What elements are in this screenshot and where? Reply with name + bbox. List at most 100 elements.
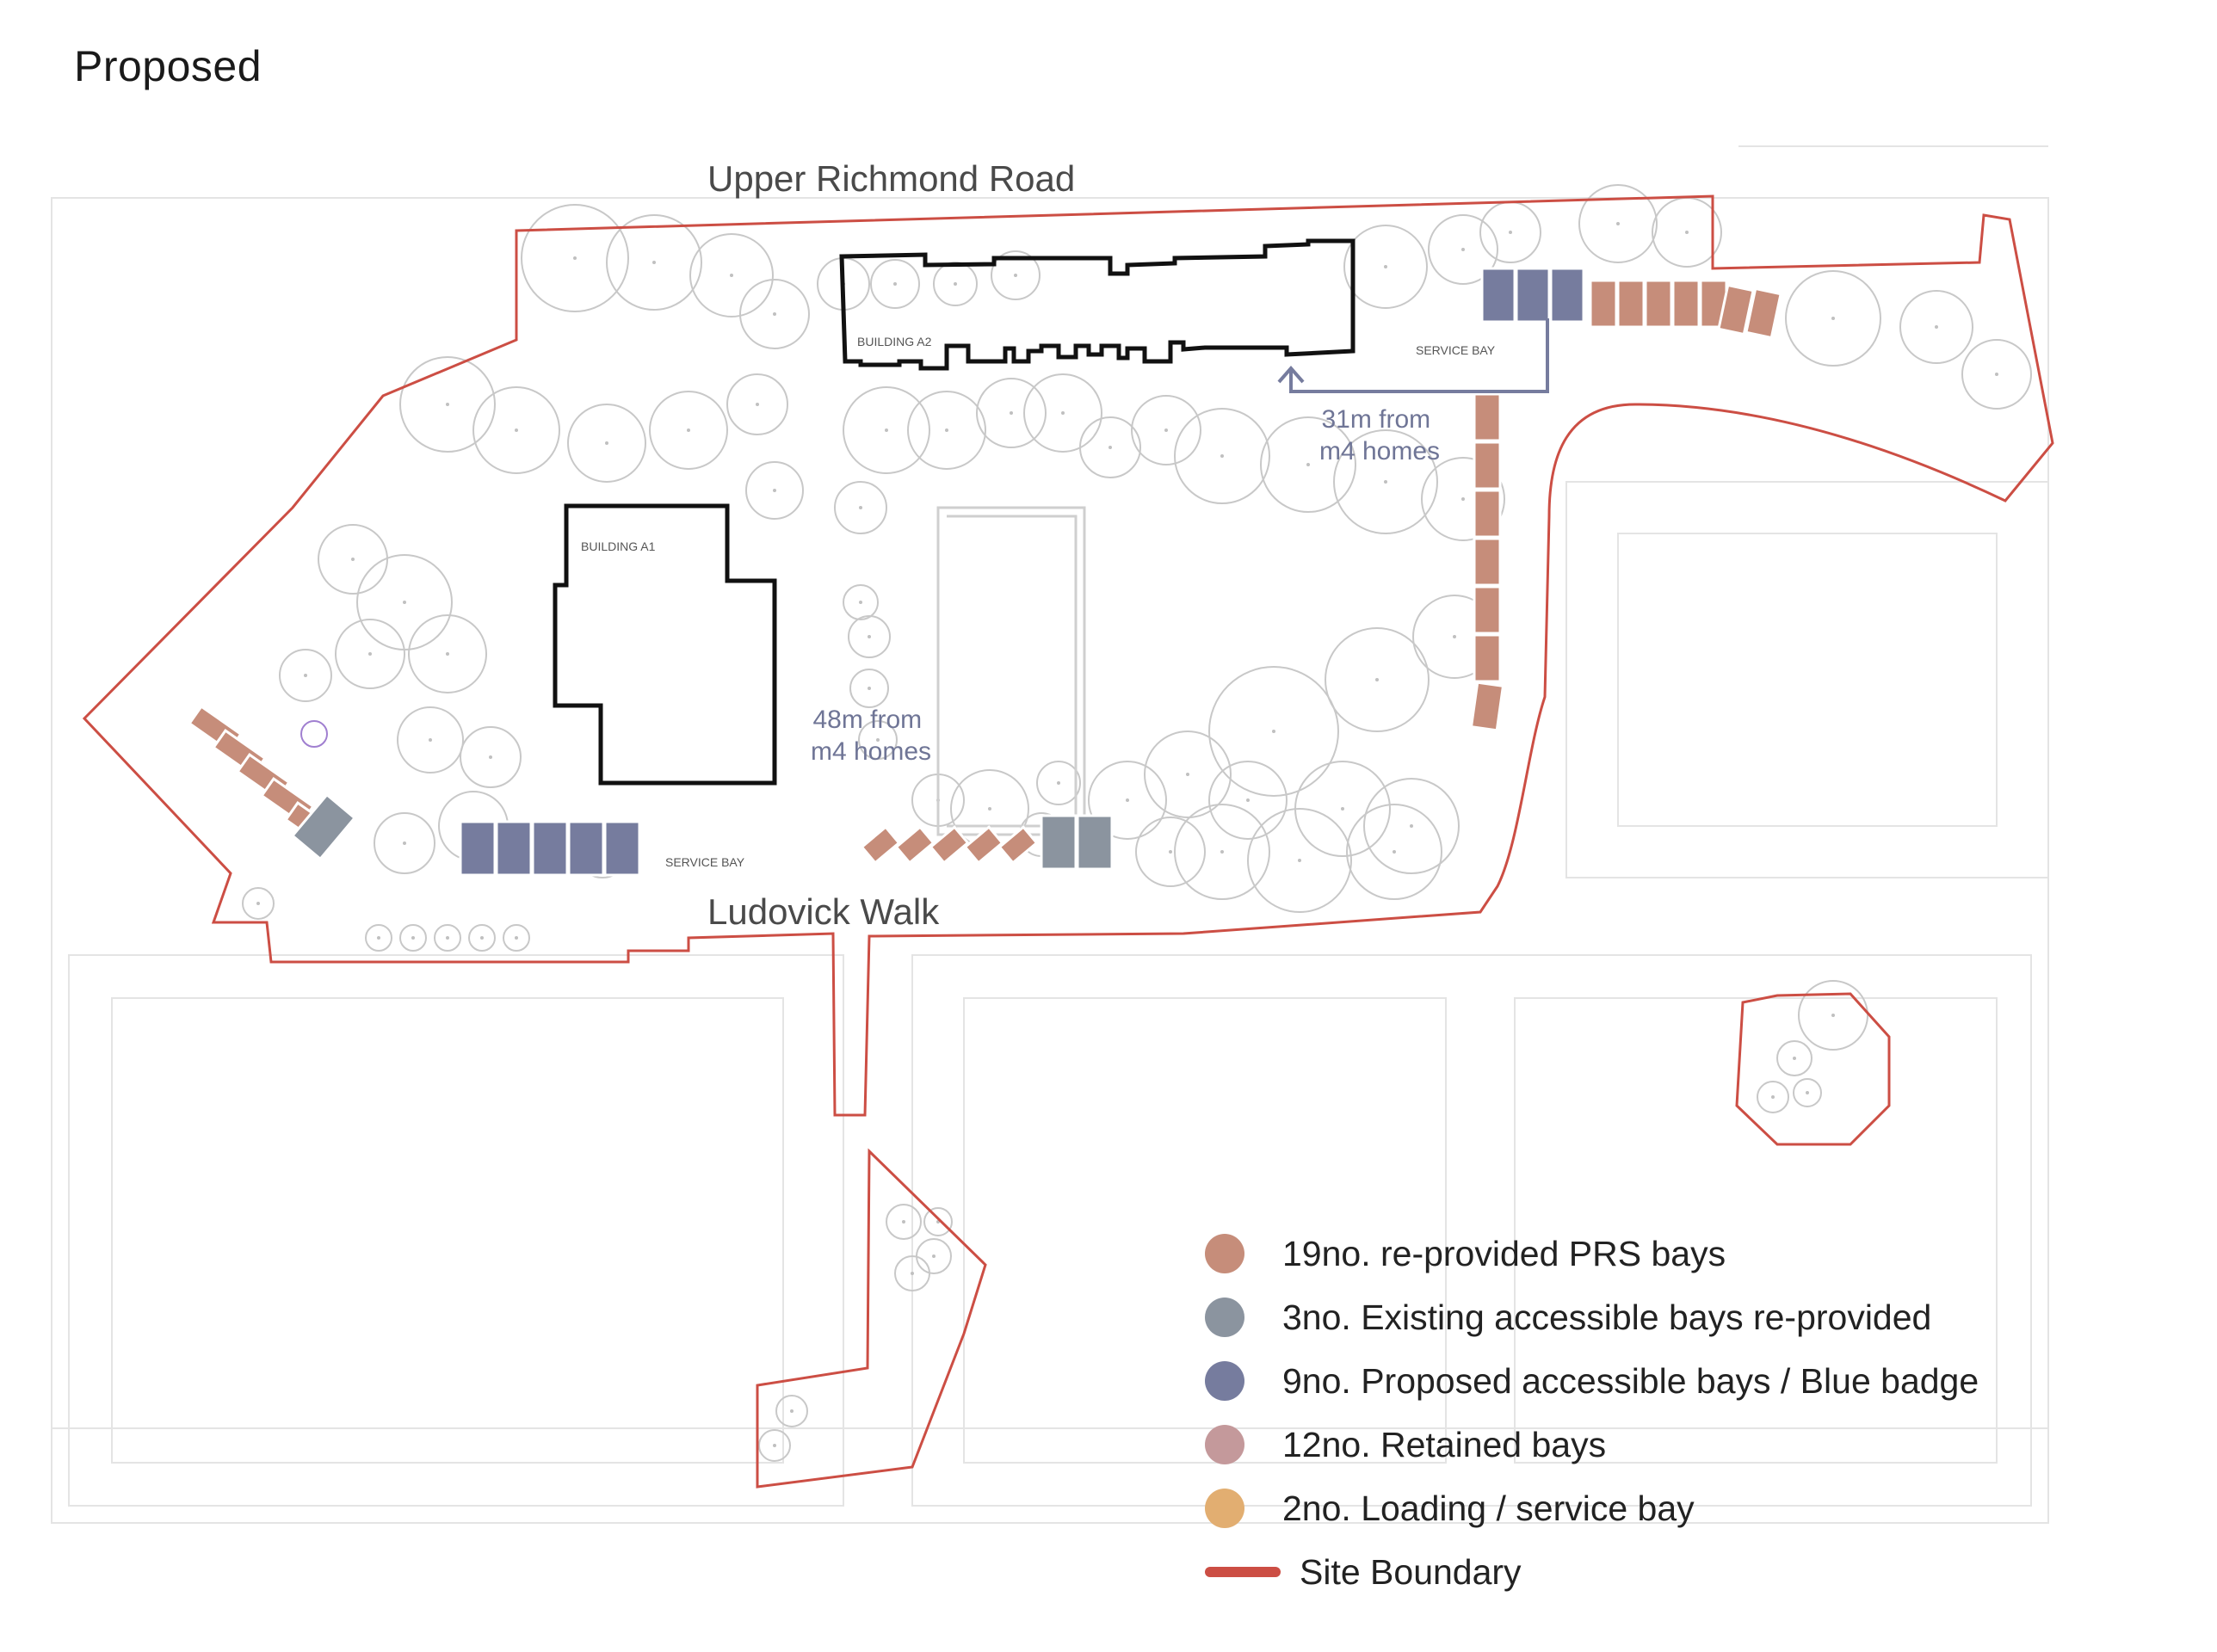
tree-trunk: [256, 902, 260, 905]
tree-trunk: [773, 489, 776, 492]
tree-canopy: [503, 924, 530, 952]
parking-bay-proposed-accessible: [1549, 267, 1585, 324]
tree-trunk: [954, 282, 957, 286]
tree-canopy: [521, 204, 629, 312]
tree-canopy: [1578, 184, 1658, 263]
tree-canopy: [1785, 270, 1881, 367]
parking-bay-prs: [1469, 681, 1505, 732]
tree-canopy: [399, 356, 496, 453]
tree-canopy: [849, 669, 889, 708]
distance-a2-line-1: 31m from: [1321, 405, 1430, 434]
distance-a2-line-2: m4 homes: [1319, 437, 1440, 465]
tree-canopy: [1144, 730, 1232, 818]
tree-canopy: [923, 1207, 953, 1236]
tree-trunk: [1272, 730, 1275, 733]
legend-swatch-existing-accessible: [1205, 1298, 1244, 1337]
parking-bay-existing-accessible: [1040, 814, 1078, 871]
tree-trunk: [945, 428, 948, 432]
parking-bay-prs: [1473, 537, 1502, 587]
legend-swatch-site-boundary: [1205, 1567, 1281, 1577]
legend-label: 12no. Retained bays: [1282, 1424, 1607, 1464]
tree-trunk: [687, 428, 690, 432]
tree-trunk: [1246, 798, 1250, 802]
tree-trunk: [1410, 824, 1413, 828]
tree-canopy: [870, 259, 920, 309]
tree-trunk: [403, 601, 406, 604]
tree-canopy: [397, 706, 464, 774]
marker-icon: [300, 720, 328, 748]
parking-bay-prs: [1473, 585, 1502, 635]
tree-trunk: [446, 936, 449, 940]
parking-bay-proposed-accessible: [567, 820, 605, 877]
tree-trunk: [1010, 411, 1013, 415]
tree-canopy: [1798, 980, 1868, 1051]
service-bay-label-north: SERVICE BAY: [1416, 343, 1496, 357]
tree-canopy: [1363, 778, 1460, 874]
tree-canopy: [335, 619, 405, 689]
page-title: Proposed: [74, 42, 262, 90]
tree-trunk: [1061, 411, 1065, 415]
tree-trunk: [1793, 1057, 1796, 1060]
tree-canopy: [649, 391, 728, 470]
parking-bay-prs: [929, 825, 970, 865]
parking-bay-prs: [1473, 441, 1502, 490]
tree-canopy: [1421, 457, 1505, 541]
parking-bay-prs: [963, 825, 1004, 865]
tree-canopy: [365, 924, 392, 952]
tree-trunk: [480, 936, 484, 940]
tree-canopy: [472, 386, 560, 474]
legend-item-loading: 2no. Loading / service bay: [1205, 1476, 2152, 1540]
tree-trunk: [304, 674, 307, 677]
distance-arrow: [1277, 318, 1549, 393]
tree-canopy: [689, 233, 774, 317]
tree-trunk: [876, 738, 880, 742]
tree-trunk: [377, 936, 380, 940]
parking-bay-proposed-accessible: [459, 820, 497, 877]
tree-canopy: [374, 812, 435, 874]
tree-canopy: [775, 1395, 808, 1427]
parking-bay-prs: [1671, 279, 1701, 329]
tree-trunk: [351, 558, 355, 561]
tree-canopy: [434, 924, 461, 952]
tree-canopy: [1135, 817, 1206, 887]
tree-canopy: [1208, 666, 1339, 797]
tree-trunk: [1014, 274, 1017, 277]
tree-trunk: [446, 652, 449, 656]
service-bay-label-south: SERVICE BAY: [665, 855, 745, 869]
tree-trunk: [1164, 428, 1168, 432]
tree-canopy: [399, 924, 427, 952]
tree-trunk: [368, 652, 372, 656]
parking-bay-proposed-accessible: [1480, 267, 1516, 324]
tree-canopy: [1208, 761, 1288, 840]
tree-trunk: [605, 441, 608, 445]
parking-bay-prs: [1616, 279, 1646, 329]
tree-canopy: [933, 262, 978, 306]
tree-trunk: [988, 807, 991, 811]
tree-canopy: [1131, 395, 1201, 465]
tree-trunk: [1298, 859, 1301, 862]
tree-canopy: [1428, 214, 1498, 285]
legend-label: 2no. Loading / service bay: [1282, 1488, 1695, 1528]
parking-bay-prs: [860, 825, 901, 865]
building-a1-label: BUILDING A1: [581, 539, 656, 553]
tree-trunk: [573, 256, 577, 260]
parking-bay-prs: [1589, 279, 1618, 329]
tree-trunk: [515, 428, 518, 432]
tree-canopy: [976, 378, 1047, 448]
tree-canopy: [858, 720, 898, 760]
tree-trunk: [1375, 678, 1379, 681]
tree-canopy: [843, 386, 930, 474]
tree-trunk: [790, 1409, 794, 1413]
tree-trunk: [932, 1254, 936, 1258]
tree-trunk: [411, 936, 415, 940]
tree-canopy: [1961, 339, 2032, 410]
road-label-ludovick-walk: Ludovick Walk: [707, 891, 940, 932]
tree-trunk: [1393, 850, 1396, 854]
tree-canopy: [726, 373, 788, 435]
tree-canopy: [1174, 804, 1270, 900]
tree-trunk: [756, 403, 759, 406]
courtyard-outline: [936, 506, 1086, 836]
building-a1: [553, 503, 777, 786]
tree-trunk: [1461, 248, 1465, 251]
